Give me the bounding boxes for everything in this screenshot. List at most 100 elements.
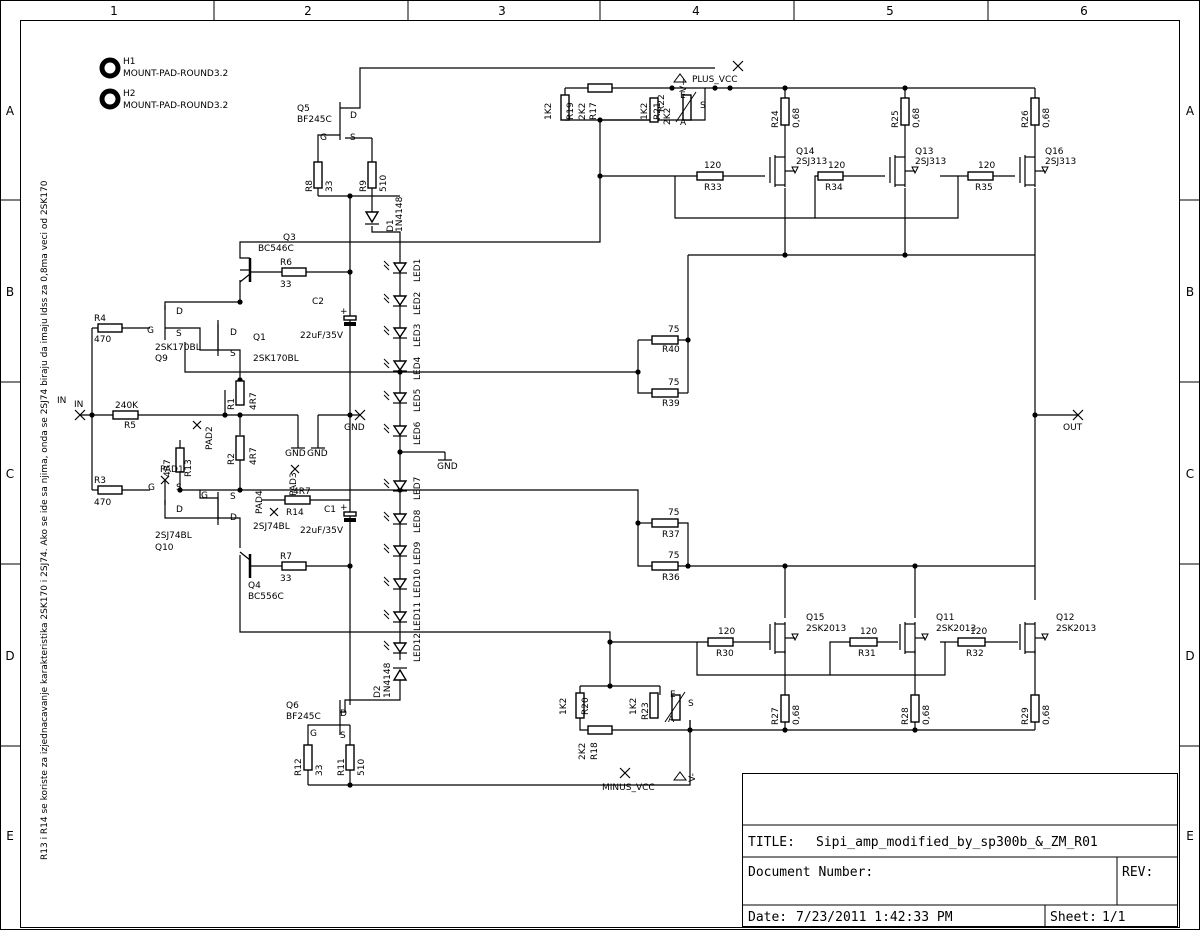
zone-row-c-right: C [1186,467,1194,481]
resistor-labels: R4 470 R3 470 240K R5 R6 33 R7 33 4R7 R1… [94,94,1052,776]
resistor-r13 [175,447,185,473]
zone-row-e: E [6,829,14,843]
led-6-label: LED6 [413,421,423,445]
q13-val: 2SJ313 [915,157,946,167]
r7-ref: R7 [280,552,292,562]
r34-ref: R34 [825,183,843,193]
resistor-r7 [281,561,307,571]
q9-pin-d: D [176,307,183,317]
q14-val: 2SJ313 [796,157,827,167]
r7-val: 33 [280,574,291,584]
r36-ref: R36 [662,573,680,583]
net-labels: IN IN OUT GND GND GND GND PLUS_VCC V+ MI… [57,60,1084,793]
led-3: LED3 [383,324,423,347]
net-minus-vcc: MINUS_VCC [602,783,655,793]
resistor-r36 [651,561,679,571]
resistor-r34 [817,171,844,181]
q13-ref: Q13 [915,147,934,157]
r19-val: 1K2 [544,103,554,120]
q5-pin-d: D [350,111,357,121]
q15-ref: Q15 [806,613,825,623]
led-11: LED11 [383,602,423,631]
resistor-r14 [284,495,311,505]
led-9: LED9 [383,541,423,565]
pads: PAD1 PAD2 PAD3 PAD4 [160,426,299,514]
r17-ref: R17 [589,102,599,120]
c2-ref: C2 [312,297,324,307]
resistor-r31 [849,637,878,647]
q4-val: BC556C [248,592,284,602]
q3-val: BC546C [258,244,294,254]
resistor-r8 [313,161,323,189]
c1-val: 22uF/35V [300,526,344,536]
r13-ref: R13 [184,459,194,477]
diodes: D1 1N4148 D2 1N4148 [364,196,408,698]
led-9-label: LED9 [413,541,423,565]
c2-val: 22uF/35V [300,331,344,341]
r3-val: 470 [94,498,111,508]
resistor-r27 [780,694,790,723]
resistor-r19 [560,94,570,121]
net-vplus: V+ [679,78,689,92]
net-gnd-1: GND [285,449,306,459]
trimmer-r22-lower [671,694,681,721]
r29-val: 0,68 [1042,705,1052,725]
r1-val: 4R7 [249,392,259,410]
mounting-holes: H1 MOUNT-PAD-ROUND3.2 H2 MOUNT-PAD-ROUND… [99,57,228,111]
r26-val: 0,68 [1042,108,1052,128]
r5-val: 240K [115,401,139,411]
d1-ref: D1 [386,219,396,232]
led-4: LED4 [383,356,423,380]
resistor-r17 [587,83,613,93]
mosfet-q12 [1019,622,1049,654]
r22-ref: R22 [657,94,667,112]
q6-ref: Q6 [286,701,299,711]
resistor-r12 [303,744,313,771]
resistor-r11 [345,744,355,771]
zone-col-4: 4 [692,4,700,18]
zone-col-1: 1 [110,4,118,18]
q10-pin-d: D [176,505,183,515]
resistor-r25 [900,97,910,126]
q5-val: BF245C [297,115,332,125]
r31-ref: R31 [858,649,876,659]
r20-val: 1K2 [559,698,569,715]
r19-ref: R19 [566,102,576,120]
date-label: Date: [748,910,787,925]
d1-val: 1N4148 [395,196,405,232]
r12-ref: R12 [294,758,304,776]
led-7: LED7 [383,477,423,500]
q14-ref: Q14 [796,147,815,157]
r32-val: 120 [970,627,987,637]
r36-val: 75 [668,551,679,561]
r33-ref: R33 [704,183,722,193]
r26-ref: R26 [1021,110,1031,128]
r11-ref: R11 [337,758,347,776]
r22l-pin-a: A [668,715,675,725]
r32-ref: R32 [966,649,984,659]
q12-ref: Q12 [1056,613,1075,623]
diode-d1 [364,211,380,225]
resistor-r39 [651,388,679,398]
q9-pin-g: G [147,326,154,336]
r40-ref: R40 [662,345,680,355]
led-8: LED8 [383,509,423,533]
title-value: Sipi_amp_modified_by_sp300b_&_ZM_R01 [816,835,1098,850]
title-block: TITLE: Sipi_amp_modified_by_sp300b_&_ZM_… [742,773,1178,927]
r31-val: 120 [860,627,877,637]
r35-ref: R35 [975,183,993,193]
h2-ref: H2 [123,89,136,99]
d2-val: 1N4148 [383,662,393,698]
r30-val: 120 [718,627,735,637]
mosfet-q11 [899,622,929,654]
resistor-r33 [696,171,724,181]
led-2-label: LED2 [413,292,423,315]
date-value: 7/23/2011 1:42:33 PM [796,910,953,925]
r24-ref: R24 [771,110,781,128]
led-7-label: LED7 [413,477,423,500]
resistor-r6 [281,267,307,277]
r4-val: 470 [94,335,111,345]
resistor-r32 [957,637,986,647]
r29-ref: R29 [1021,707,1031,725]
q3-ref: Q3 [283,233,296,243]
